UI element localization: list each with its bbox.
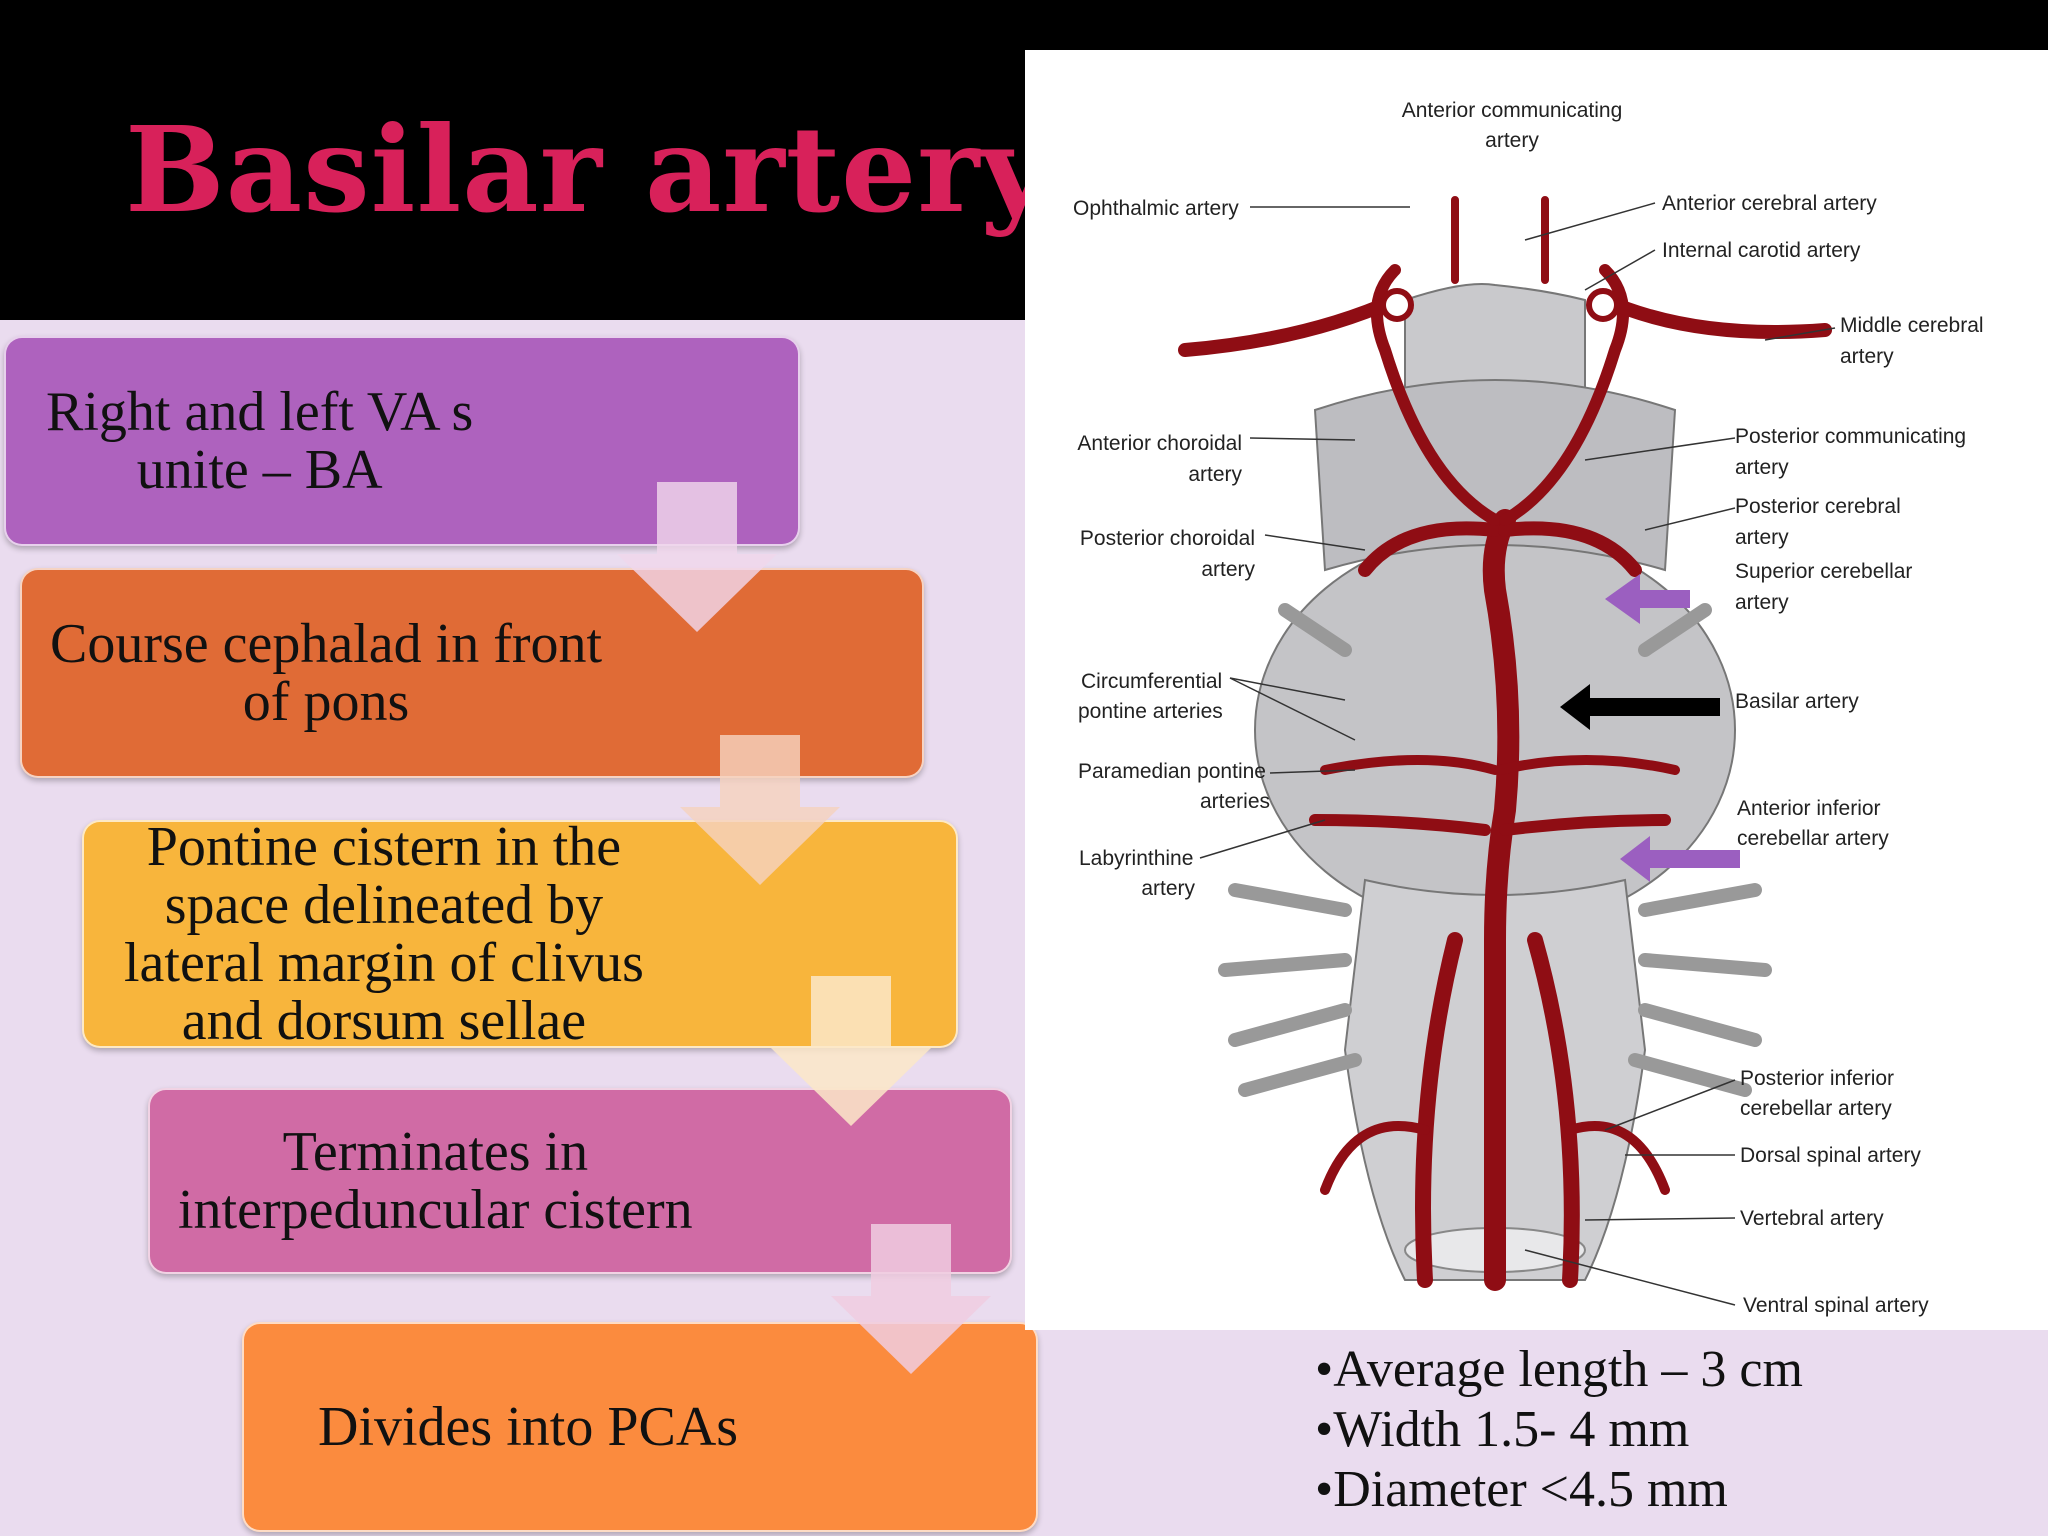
label-paramedian-1: Paramedian pontine <box>1078 760 1266 783</box>
label-pcom-1: Posterior communicating <box>1735 425 1966 448</box>
label-pca-2: artery <box>1735 526 1789 549</box>
label-ophthalmic: Ophthalmic artery <box>1073 197 1239 220</box>
label-aica-2: cerebellar artery <box>1737 827 1889 850</box>
flow-arrow-3-icon <box>771 976 931 1126</box>
label-pcom-2: artery <box>1735 456 1789 479</box>
label-ventral-spinal: Ventral spinal artery <box>1743 1294 1929 1317</box>
label-mca-1: Middle cerebral <box>1840 314 1984 337</box>
label-aca: Anterior cerebral artery <box>1662 192 1877 215</box>
flow-step-1-text: Right and left VA s unite – BA <box>46 381 474 501</box>
label-dorsal-spinal: Dorsal spinal artery <box>1740 1144 1921 1167</box>
label-ica: Internal carotid artery <box>1662 239 1861 262</box>
label-vertebral: Vertebral artery <box>1740 1207 1884 1230</box>
flow-step-4: Terminates in interpeduncular cistern <box>148 1088 1012 1274</box>
label-acom-1: Anterior communicating <box>1402 99 1623 122</box>
label-pica-1: Posterior inferior <box>1740 1067 1894 1090</box>
label-post-choroidal-2: artery <box>1201 558 1255 581</box>
label-circumferential-2: pontine arteries <box>1078 700 1223 723</box>
anatomy-figure: Anterior communicating artery Ophthalmic… <box>1025 50 2048 1330</box>
label-basilar: Basilar artery <box>1735 690 1859 713</box>
label-ant-choroidal-1: Anterior choroidal <box>1077 432 1242 455</box>
basilar-pointer-icon <box>1560 684 1720 730</box>
flow-step-2: Course cephalad in front of pons <box>20 568 924 778</box>
pointer-arrows <box>1560 574 1740 882</box>
flow-arrow-2-icon <box>680 735 840 885</box>
slide-title: Basilar artery <box>125 100 1050 239</box>
flow-arrow-4-icon <box>831 1224 991 1374</box>
brainstem-arteries-diagram: Anterior communicating artery Ophthalmic… <box>1073 99 1984 1317</box>
facts-list: •Average length – 3 cm •Width 1.5- 4 mm … <box>1315 1340 1803 1520</box>
leader-lines <box>1199 202 1836 1306</box>
label-mca-2: artery <box>1840 345 1894 368</box>
flow-step-4-text: Terminates in interpeduncular cistern <box>178 1121 693 1241</box>
flow-arrow-1-icon <box>617 482 777 632</box>
fact-diameter: •Diameter <4.5 mm <box>1315 1461 1728 1518</box>
flow-step-2-text: Course cephalad in front of pons <box>50 613 603 733</box>
fact-width: •Width 1.5- 4 mm <box>1315 1401 1690 1458</box>
label-aica-1: Anterior inferior <box>1737 797 1881 820</box>
label-ant-choroidal-2: artery <box>1188 463 1242 486</box>
label-labyrinthine-1: Labyrinthine <box>1079 847 1193 870</box>
label-pca-1: Posterior cerebral <box>1735 495 1901 518</box>
label-post-choroidal-1: Posterior choroidal <box>1080 527 1255 550</box>
label-sca-2: artery <box>1735 591 1789 614</box>
label-paramedian-2: arteries <box>1200 790 1270 813</box>
label-labyrinthine-2: artery <box>1141 877 1195 900</box>
label-acom-2: artery <box>1485 129 1539 152</box>
label-sca-1: Superior cerebellar <box>1735 560 1912 583</box>
fact-length: •Average length – 3 cm <box>1315 1341 1803 1398</box>
label-circumferential-1: Circumferential <box>1081 670 1222 693</box>
artery-network <box>1178 196 1832 1291</box>
aica-pointer-icon <box>1620 836 1740 882</box>
flow-step-3-text: Pontine cistern in the space delineated … <box>124 816 644 1052</box>
sca-pointer-icon <box>1605 574 1690 624</box>
label-pica-2: cerebellar artery <box>1740 1097 1892 1120</box>
flow-step-5-text: Divides into PCAs <box>318 1396 739 1458</box>
diagram-labels: Anterior communicating artery Ophthalmic… <box>1073 99 1984 1317</box>
